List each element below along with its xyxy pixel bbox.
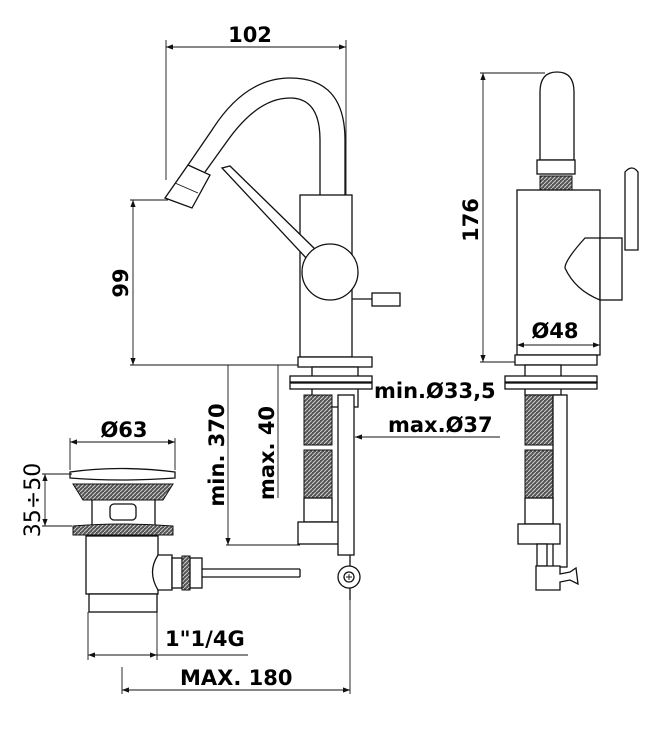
dim-hole-min: min.Ø33,5	[374, 379, 496, 403]
hose-lower	[303, 449, 333, 499]
faucet-side-view	[163, 77, 401, 600]
hose-front-lower	[524, 449, 554, 499]
lever-front	[624, 167, 639, 251]
waste-body	[85, 535, 159, 595]
dim-rod-max: MAX. 180	[180, 666, 292, 690]
waste-cap	[69, 467, 176, 481]
waste-rod	[202, 568, 301, 578]
dim-drain-height: 35÷50	[21, 463, 46, 537]
pop-up-rod-guide	[337, 394, 355, 556]
dim-drain-thread: 1"1/4G	[165, 627, 245, 651]
dimension-lines	[42, 40, 600, 694]
nozzle	[163, 164, 211, 209]
dim-176: 176	[459, 198, 483, 242]
base-plate-front	[514, 354, 598, 366]
spout-front	[539, 71, 575, 161]
pop-up-knob	[371, 292, 401, 307]
rod-clamp	[535, 565, 579, 591]
washer	[289, 375, 373, 383]
handle-front	[564, 237, 601, 301]
dim-drain-diameter: Ø63	[100, 418, 147, 442]
dim-body-diameter: Ø48	[531, 319, 578, 343]
hose-front-upper	[524, 394, 554, 446]
aerator-ring	[536, 159, 576, 175]
waste-nut	[72, 523, 174, 536]
nut	[289, 382, 373, 390]
handle-disc	[301, 243, 359, 301]
base-plate	[297, 356, 373, 368]
spout	[187, 77, 346, 195]
dim-hole-max: max.Ø37	[388, 413, 493, 437]
faucet-front-view	[504, 71, 639, 591]
dimension-labels: 102 99 176 Ø48 min.Ø33,5 max.Ø37 min. 37…	[21, 23, 579, 690]
hose-upper	[303, 394, 333, 446]
dim-99: 99	[109, 268, 133, 297]
pop-up-waste	[69, 467, 301, 613]
dim-max-40: max. 40	[255, 406, 279, 500]
waste-flange	[72, 483, 174, 501]
dim-102: 102	[228, 23, 272, 47]
waste-thread	[88, 593, 158, 613]
dim-min-370: min. 370	[205, 403, 229, 506]
